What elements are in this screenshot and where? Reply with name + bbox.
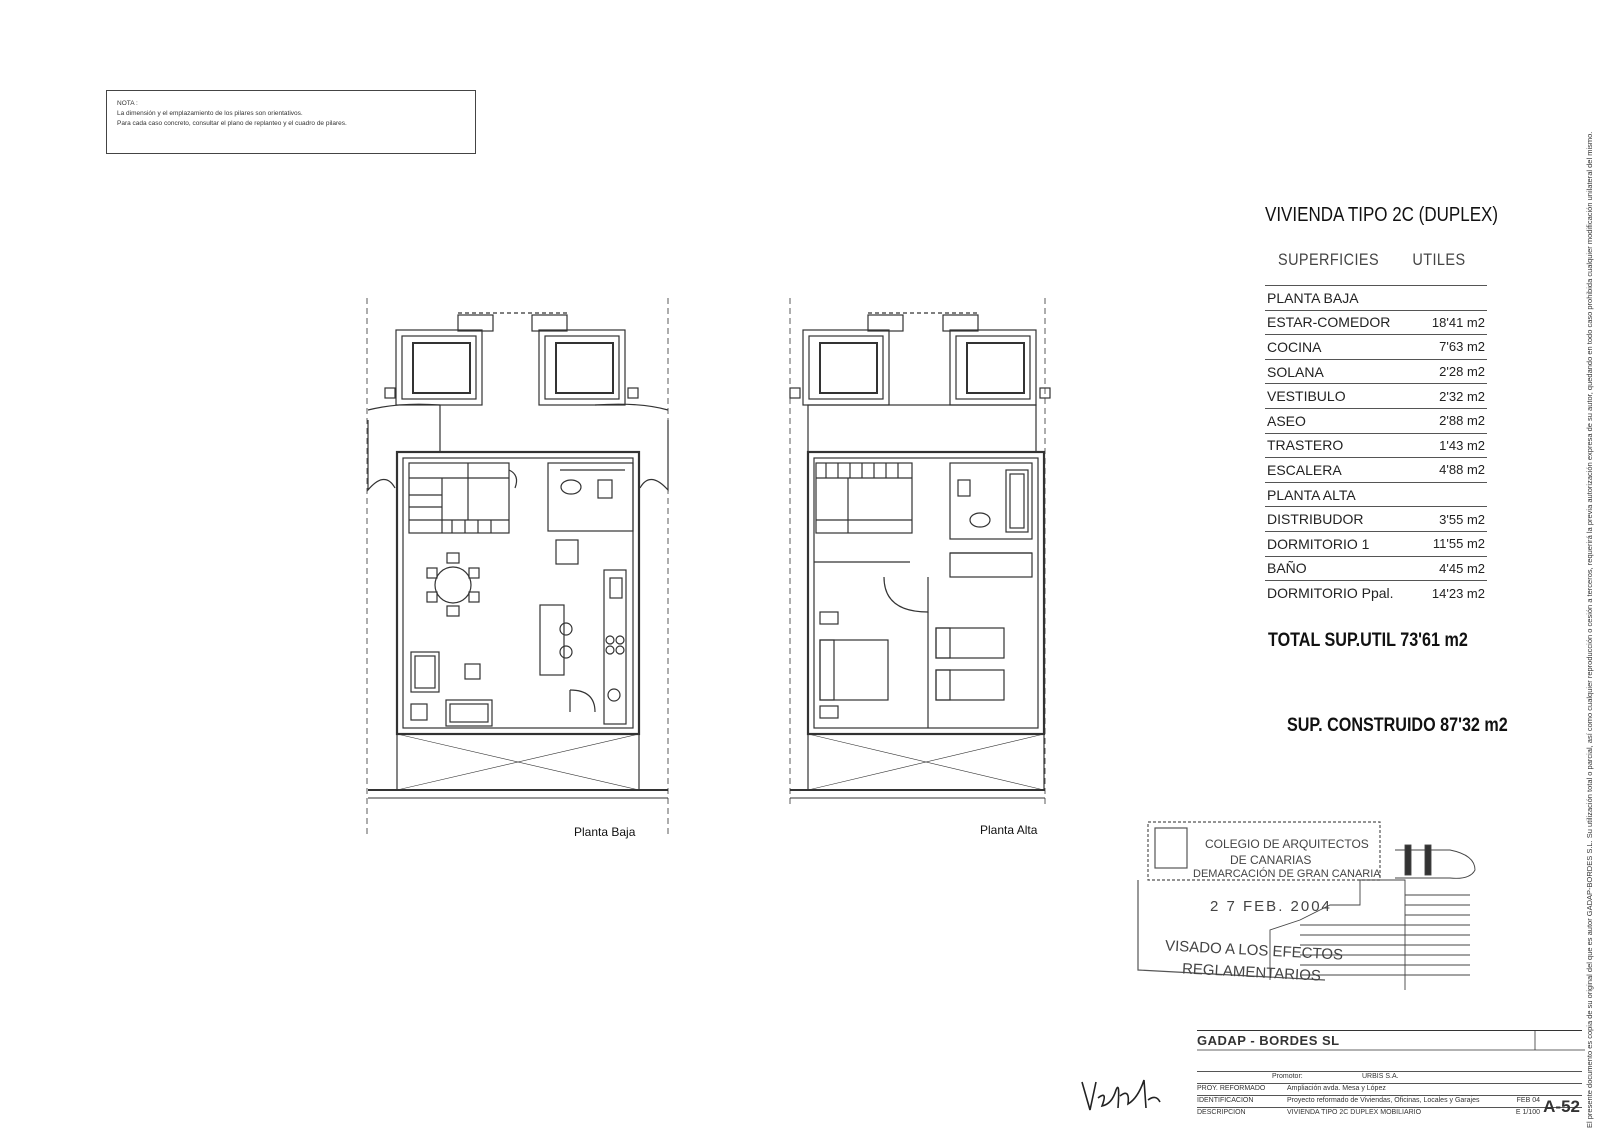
area-row-value <box>1419 481 1487 507</box>
area-row: PLANTA ALTA <box>1265 481 1487 507</box>
summary-subheader: SUPERFICIES UTILES <box>1278 250 1466 270</box>
area-row-value <box>1419 285 1487 311</box>
area-row-name: DORMITORIO 1 <box>1265 530 1420 557</box>
area-row-name: PLANTA ALTA <box>1265 481 1420 507</box>
desc-value: VIVIENDA TIPO 2C DUPLEX MOBILIARIO <box>1287 1109 1422 1116</box>
planta-baja-plan <box>366 298 669 835</box>
stamp-date: 2 7 FEB. 2004 <box>1210 898 1332 915</box>
summary-title: VIVIENDA TIPO 2C (DUPLEX) <box>1265 204 1499 226</box>
area-row-name: SOLANA <box>1265 358 1420 384</box>
tb-row-promotor: Promotor: URBIS S.A. <box>1197 1071 1582 1083</box>
proy-value: Ampliación avda. Mesa y López <box>1287 1085 1386 1092</box>
tb-row-proy: PROY. REFORMADO Ampliación avda. Mesa y … <box>1197 1083 1582 1095</box>
tb-row-desc: DESCRIPCION VIVIENDA TIPO 2C DUPLEX MOBI… <box>1197 1107 1582 1119</box>
nota-box: NOTA : La dimensión y el emplazamiento d… <box>106 90 476 154</box>
title-block-frame <box>1197 1030 1585 1051</box>
side-legal-text: El presente documento es copia de su ori… <box>1585 68 1595 1128</box>
area-row-name: COCINA <box>1265 334 1420 360</box>
scale-value: E 1/100 <box>1515 1109 1540 1116</box>
date-value: FEB 04 <box>1516 1097 1540 1104</box>
area-row: DORMITORIO Ppal.14'23 m2 <box>1265 580 1487 606</box>
area-row: PLANTA BAJA <box>1265 285 1487 311</box>
planta-baja-label: Planta Baja <box>574 825 636 839</box>
total-sup-util: TOTAL SUP.UTIL 73'61 m2 <box>1268 630 1468 651</box>
area-row-name: VESTIBULO <box>1265 383 1420 409</box>
area-row-value: 3'55 m2 <box>1419 506 1487 532</box>
area-row-value: 1'43 m2 <box>1419 432 1487 458</box>
stamp-line-3: DEMARCACIÓN DE GRAN CANARIA <box>1193 868 1381 880</box>
area-row-name: DISTRIBUDOR <box>1265 506 1420 532</box>
area-row-name: DORMITORIO Ppal. <box>1265 580 1420 606</box>
area-row-value: 14'23 m2 <box>1419 580 1487 606</box>
planta-alta-label: Planta Alta <box>980 823 1038 837</box>
side-legal-text-content: El presente documento es copia de su ori… <box>1585 131 1594 1128</box>
stamp-line-1: COLEGIO DE ARQUITECTOS <box>1205 837 1369 851</box>
nota-line-1: La dimensión y el emplazamiento de los p… <box>117 110 303 117</box>
desc-label: DESCRIPCION <box>1197 1109 1246 1116</box>
title-block: GADAP - BORDES SL Promotor: URBIS S.A. P… <box>1197 1030 1582 1127</box>
area-row-value: 2'88 m2 <box>1419 407 1487 434</box>
summary-sub-right: UTILES <box>1412 250 1466 269</box>
visado-stamp <box>1137 821 1476 990</box>
area-row-value: 2'32 m2 <box>1419 383 1487 409</box>
tb-row-ident: IDENTIFICACION Proyecto reformado de Viv… <box>1197 1095 1582 1107</box>
area-row-value: 11'55 m2 <box>1419 530 1487 557</box>
planta-alta-plan <box>789 298 1051 805</box>
stamp-line-2: DE CANARIAS <box>1230 853 1312 867</box>
promotor-label: Promotor: <box>1272 1073 1303 1080</box>
sup-construido: SUP. CONSTRUIDO 87'32 m2 <box>1287 715 1508 736</box>
area-row-name: PLANTA BAJA <box>1265 285 1420 311</box>
nota-heading: NOTA : <box>117 100 138 107</box>
area-row-name: ESTAR-COMEDOR <box>1265 309 1420 335</box>
area-row-name: TRASTERO <box>1265 432 1420 458</box>
area-row-value: 2'28 m2 <box>1419 358 1487 384</box>
area-row-value: 4'88 m2 <box>1419 457 1487 483</box>
area-row-name: ASEO <box>1265 407 1420 434</box>
signature <box>1081 1079 1161 1111</box>
proy-label: PROY. REFORMADO <box>1197 1085 1266 1092</box>
area-row-value: 7'63 m2 <box>1419 334 1487 360</box>
nota-line-2: Para cada caso concreto, consultar el pl… <box>117 120 347 127</box>
sheet-number: A-52 <box>1543 1097 1580 1116</box>
firm-name: GADAP - BORDES SL <box>1197 1033 1340 1048</box>
promotor-value: URBIS S.A. <box>1362 1073 1399 1080</box>
area-row-value: 4'45 m2 <box>1419 555 1487 581</box>
area-row-name: ESCALERA <box>1265 457 1420 483</box>
area-row-value: 18'41 m2 <box>1419 309 1487 335</box>
ident-value: Proyecto reformado de Viviendas, Oficina… <box>1287 1097 1480 1104</box>
area-row-name: BAÑO <box>1265 555 1420 581</box>
summary-sub-left: SUPERFICIES <box>1278 250 1380 269</box>
ident-label: IDENTIFICACION <box>1197 1097 1254 1104</box>
